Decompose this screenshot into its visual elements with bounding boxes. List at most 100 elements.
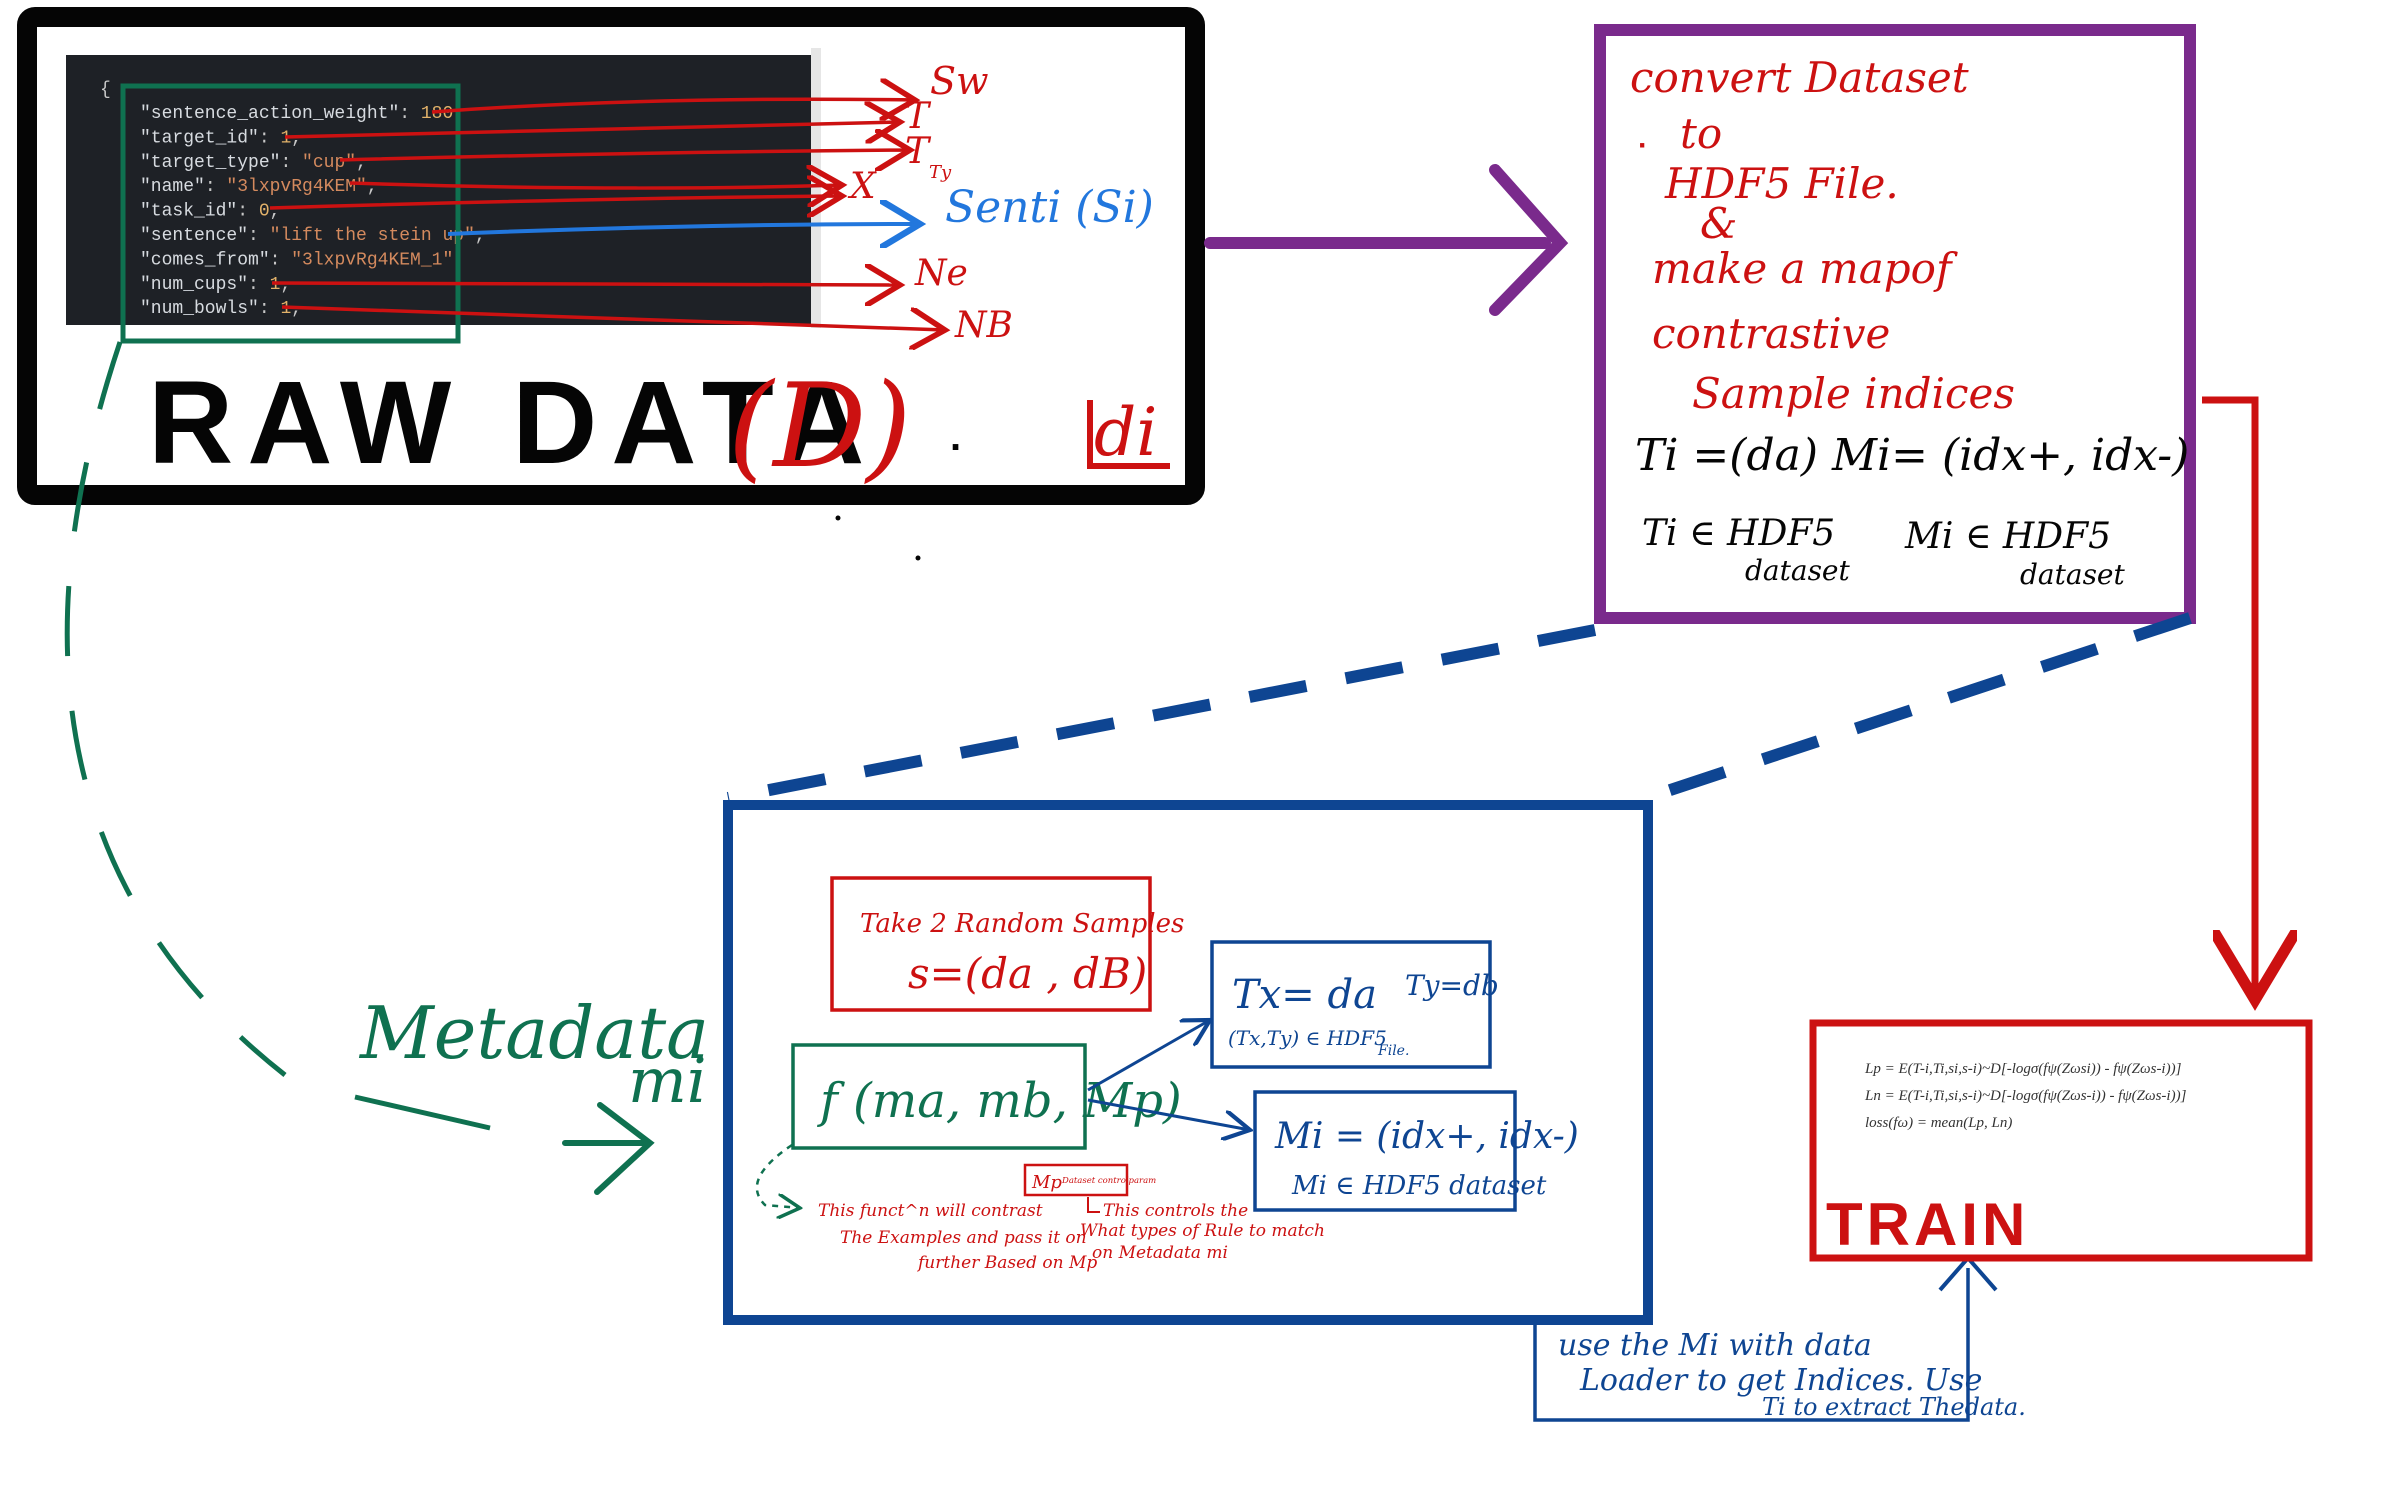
- arrow-tty: [339, 150, 910, 160]
- label-nb: NB: [954, 305, 1013, 346]
- code-line: "name": "3lxpvRg4KEM",: [140, 177, 378, 197]
- mi-eq: Mi = (idx+, idx-): [1274, 1116, 1579, 1157]
- sample-box: [830, 876, 1152, 1012]
- arrow-numbowls: [281, 305, 945, 330]
- code-sep: :: [248, 226, 270, 246]
- convert-eq-1: Ti =(da) Mi= (idx+, idx-): [1635, 430, 2189, 481]
- metadata-sub: mi: [628, 1044, 707, 1117]
- mp-label: Mp: [1031, 1172, 1062, 1193]
- function-note: This funct^n will contrast The Examples …: [818, 1201, 1097, 1273]
- label-t: T: [905, 96, 932, 137]
- arrow-func-to-tx: [1087, 1020, 1210, 1092]
- convert-eq-2-sub: dataset: [1745, 554, 1851, 587]
- code-sep: :: [270, 250, 292, 270]
- code-sep: :: [205, 177, 227, 197]
- code-line: "target_id": 1,: [140, 128, 302, 148]
- code-line: "sentence": "lift the stein up",: [140, 226, 486, 246]
- convert-line-1: convert Dataset: [1630, 53, 1969, 102]
- code-line: "task_id": 0,: [140, 202, 280, 222]
- code-sep: :: [399, 104, 421, 124]
- arrow-sentence: [447, 224, 920, 234]
- code-key: "num_cups": [140, 275, 248, 295]
- convert-line-6: contrastive: [1652, 309, 1890, 358]
- loader-note-2: Loader to get Indices. Use: [1579, 1363, 1982, 1398]
- code-key: "name": [140, 177, 205, 197]
- code-value: "3lxpvRg4KEM_1": [291, 250, 453, 270]
- code-end: ,: [356, 153, 367, 173]
- train-eq-ln: Ln = E(T-i,Ti,si,s-i)~D[-logσ(fψ(Zωs-i))…: [1864, 1088, 2187, 1104]
- function-box: [791, 1043, 1087, 1150]
- mp-box: [1023, 1163, 1129, 1197]
- convert-dot: ·: [1638, 129, 1648, 162]
- code-value: 1: [280, 299, 291, 319]
- code-value: "3lxpvRg4KEM": [226, 177, 366, 197]
- tx-eq: Tx= da: [1232, 972, 1377, 1018]
- mp-note: This controls the What types of Rule to …: [1080, 1201, 1325, 1263]
- mi-hdf: Mi ∈ HDF5 dataset: [1291, 1171, 1547, 1201]
- convert-box: [1594, 24, 2196, 624]
- code-value: 1: [270, 275, 281, 295]
- loader-note: use the Mi with data Loader to get Indic…: [1558, 1328, 2026, 1421]
- convert-line-7: Sample indices: [1692, 369, 2015, 418]
- process-box: [723, 800, 1653, 1325]
- ty-eq: Ty=db: [1405, 969, 1499, 1002]
- code-end: ,: [367, 177, 378, 197]
- arrow-sw: [431, 99, 915, 112]
- selection-box: [120, 83, 461, 344]
- mp-note-2: What types of Rule to match: [1080, 1221, 1325, 1241]
- function-label: f (ma, mb, Mp): [817, 1073, 1182, 1129]
- arrow-numcups: [271, 283, 900, 285]
- label-tty-sub: Ty: [929, 162, 952, 183]
- mi-box: [1253, 1090, 1517, 1212]
- tx-ty-file: File.: [1377, 1043, 1409, 1059]
- raw-data-title: RAW DATA: [148, 357, 878, 489]
- code-key: "sentence_action_weight": [140, 104, 399, 124]
- purple-arrow: [1204, 164, 1569, 316]
- mp-note-3: on Metadata mi: [1092, 1243, 1228, 1263]
- train-equations: Lp = E(T-i,Ti,si,s-i)~D[-logσ(fψ(Zωsi)) …: [1864, 1061, 2187, 1131]
- code-key: "task_id": [140, 202, 237, 222]
- convert-equations: Ti =(da) Mi= (idx+, idx-) Ti ∈ HDF5 data…: [1635, 430, 2189, 591]
- convert-line-3: HDF5 File.: [1664, 159, 1899, 208]
- arrow-taskid: [269, 196, 842, 208]
- arrow-t: [284, 122, 900, 137]
- label-sw: Sw: [930, 59, 989, 103]
- loader-note-1: use the Mi with data: [1558, 1328, 1872, 1363]
- mp-box-text: Dataset controlparam: [1061, 1176, 1156, 1186]
- metadata-arrow: [562, 1102, 655, 1195]
- loader-connector: [1533, 1268, 1970, 1422]
- convert-eq-3-sub: dataset: [2020, 558, 2126, 591]
- code-end: ,: [270, 202, 281, 222]
- code-value: "lift the stein up": [270, 226, 475, 246]
- code-value: "cup": [302, 153, 356, 173]
- raw-data-symbol: (D): [728, 359, 912, 494]
- convert-line-2: to: [1680, 109, 1722, 158]
- code-line: "num_cups": 1,: [140, 275, 291, 295]
- sample-box-line-1: Take 2 Random Samples: [860, 909, 1184, 939]
- code-end: ,: [475, 226, 486, 246]
- code-sep: :: [259, 128, 281, 148]
- loader-note-3: Ti to extract Thedata.: [1762, 1393, 2026, 1421]
- di-bracket: [1087, 400, 1170, 469]
- code-value: 0: [259, 202, 270, 222]
- train-box: [1809, 1019, 2313, 1262]
- label-senti: Senti (Si): [945, 182, 1154, 233]
- note-arrow: [755, 1143, 800, 1208]
- convert-line-5: make a mapof: [1652, 244, 1958, 293]
- code-line: "sentence_action_weight": 180,: [140, 104, 464, 124]
- dashed-connectors: [726, 612, 2192, 806]
- code-line: "target_type": "cup",: [140, 153, 367, 173]
- function-note-1: This funct^n will contrast: [818, 1201, 1043, 1221]
- code-key: "num_bowls": [140, 299, 259, 319]
- code-key: "sentence": [140, 226, 248, 246]
- code-sep: :: [237, 202, 259, 222]
- code-line: "comes_from": "3lxpvRg4KEM_1",: [140, 250, 464, 270]
- convert-line-4: &: [1700, 199, 1737, 248]
- tx-box: [1210, 940, 1492, 1069]
- metadata-arc-tail: [354, 1094, 491, 1131]
- arrow-func-to-mi: [1087, 1098, 1250, 1130]
- tx-ty-hdf: (Tx,Ty) ∈ HDF5: [1228, 1026, 1387, 1050]
- code-key: "target_id": [140, 128, 259, 148]
- label-x: X: [847, 166, 877, 207]
